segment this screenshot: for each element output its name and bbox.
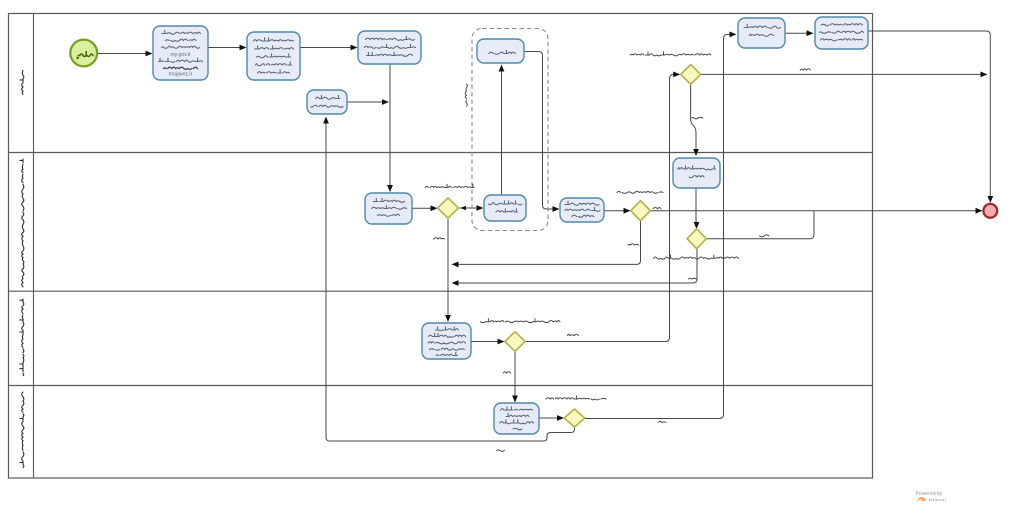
svg-text:mojavez.ir: mojavez.ir (169, 72, 193, 78)
svg-text:Powered by: Powered by (916, 491, 943, 497)
svg-text:my.gov.ir: my.gov.ir (170, 52, 191, 58)
